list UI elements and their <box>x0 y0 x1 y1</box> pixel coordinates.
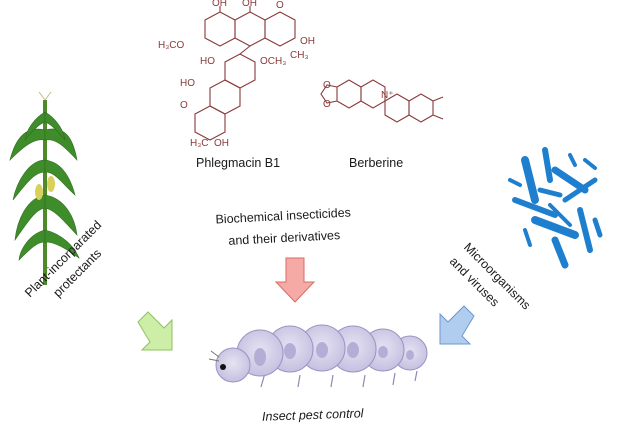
atom-o: O <box>323 80 331 91</box>
atom-h3c: H₃C <box>190 138 209 149</box>
atom-oh: OH <box>242 0 257 9</box>
insect-pest-control-label: Insect pest control <box>261 406 364 424</box>
phlegmacin-b1-label: Phlegmacin B1 <box>196 156 281 170</box>
atom-och3: OCH₃ <box>260 56 286 67</box>
atom-ch3: CH₃ <box>290 50 309 61</box>
berberine-label: Berberine <box>349 156 404 170</box>
atom-o: O <box>323 99 331 110</box>
atom-oh: OH <box>212 0 227 9</box>
corn-plant-icon <box>9 91 80 285</box>
atom-o: O <box>180 100 188 111</box>
atom-n-plus: N⁺ <box>381 90 394 101</box>
atom-o: O <box>276 0 284 11</box>
arrow-down-left-icon <box>439 305 475 345</box>
bacteria-icon <box>508 147 603 269</box>
arrow-down-icon <box>274 257 316 303</box>
berberine-structure: O O N⁺ <box>320 79 444 123</box>
arrow-down-right-icon <box>137 311 173 351</box>
caterpillar-icon <box>208 324 428 388</box>
phlegmacin-b1-structure: OH OH O H₃CO OH CH₃ HO OCH₃ HO O H₃C OH <box>158 0 315 149</box>
biochemical-label: Biochemical insecticides and their deriv… <box>215 201 353 252</box>
atom-oh: OH <box>300 36 315 47</box>
atom-h3co: H₃CO <box>158 40 185 51</box>
atom-oh: OH <box>214 138 229 149</box>
atom-ho: HO <box>180 78 195 89</box>
atom-ho: HO <box>200 56 215 67</box>
